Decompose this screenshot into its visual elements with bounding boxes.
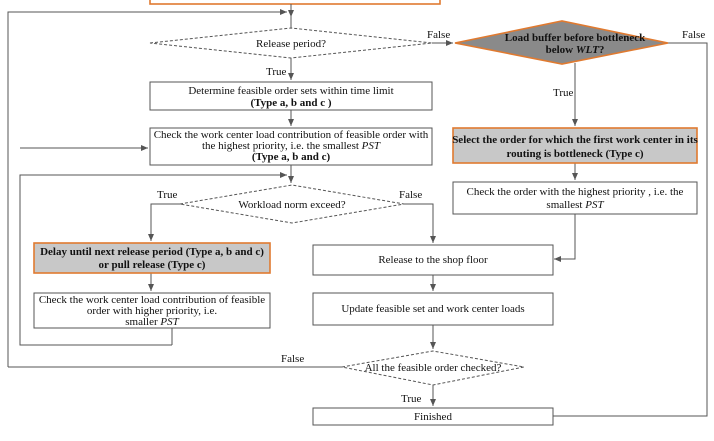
process-select-order: Select the order for which the first wor… <box>452 127 699 164</box>
label-workload-true: True <box>157 189 177 201</box>
process-delay-release: Delay until next release period (Type a,… <box>33 242 271 274</box>
select-order-line1: Select the order for which the first wor… <box>452 134 698 146</box>
check-order-line2: smallest PST <box>546 199 604 211</box>
check-higher-line3: smaller PST <box>125 316 179 328</box>
label-all-false: False <box>281 353 304 365</box>
release-shop-floor-text: Release to the shop floor <box>378 254 488 266</box>
all-checked-text: All the feasible order checked? <box>365 362 502 374</box>
finished-text: Finished <box>414 411 452 423</box>
check-higher-line3-pst: PST <box>159 316 179 328</box>
check-higher-line2: order with higher priority, i.e. <box>87 305 218 317</box>
edge-check-order-to-release <box>554 214 576 262</box>
load-buffer-line2: below WLT? <box>546 44 605 56</box>
label-all-true: True <box>401 393 421 405</box>
process-release-shop-floor: Release to the shop floor <box>312 244 554 276</box>
check-highest-line2-a: the highest priority, i.e. the smallest <box>202 140 362 152</box>
check-highest-line2-pst: PST <box>361 140 381 152</box>
check-higher-line3-a: smaller <box>125 316 160 328</box>
check-order-line2-pst: PST <box>584 199 604 211</box>
decision-workload-norm: Workload norm exceed? <box>179 184 405 224</box>
check-highest-line2: the highest priority, i.e. the smallest … <box>202 140 381 152</box>
edge-outer-loop <box>7 9 287 367</box>
check-highest-line3: (Type a, b and c) <box>252 151 331 163</box>
update-feasible-text: Update feasible set and work center load… <box>341 303 524 315</box>
label-buffer-false: False <box>682 29 705 41</box>
check-order-line2-a: smallest <box>546 199 585 211</box>
connectors <box>7 4 708 419</box>
check-highest-line1: Check the work center load contribution … <box>154 129 429 141</box>
load-buffer-line2-a: below <box>546 44 576 56</box>
select-order-line2: routing is bottleneck (Type c) <box>506 148 643 160</box>
label-workload-false: False <box>399 189 422 201</box>
top-box-cut <box>149 0 441 5</box>
process-check-higher-priority: Check the work center load contribution … <box>33 292 271 329</box>
determine-line2: (Type a, b and c ) <box>250 97 331 109</box>
load-buffer-line2-end: ? <box>599 44 605 56</box>
process-check-highest-priority: Check the work center load contribution … <box>149 127 433 166</box>
process-check-order-priority: Check the order with the highest priorit… <box>452 181 698 215</box>
decision-all-checked: All the feasible order checked? <box>341 350 525 386</box>
load-buffer-line2-wlt: WLT <box>576 44 600 56</box>
edge-workload-true <box>148 203 180 241</box>
label-buffer-true: True <box>553 87 573 99</box>
check-higher-line1: Check the work center load contribution … <box>39 294 265 306</box>
label-release-false: False <box>427 29 450 41</box>
delay-line1: Delay until next release period (Type a,… <box>40 246 264 258</box>
workload-norm-text: Workload norm exceed? <box>238 199 345 211</box>
delay-line2: or pull release (Type c) <box>99 259 206 271</box>
edge-inner-loop <box>19 172 287 346</box>
edge-labels: True False False True True False False T… <box>157 29 705 405</box>
terminal-finished: Finished <box>312 407 554 426</box>
edge-workload-false <box>404 203 436 243</box>
release-period-text: Release period? <box>256 38 326 50</box>
process-determine-feasible: Determine feasible order sets within tim… <box>149 81 433 111</box>
determine-line1: Determine feasible order sets within tim… <box>188 85 393 97</box>
load-buffer-line1: Load buffer before bottleneck <box>505 32 646 44</box>
edge-buffer-false <box>454 42 708 419</box>
check-order-line1: Check the order with the highest priorit… <box>467 186 684 198</box>
decision-release-period: Release period? <box>149 27 433 59</box>
process-update-feasible: Update feasible set and work center load… <box>312 292 554 326</box>
decision-load-buffer: Load buffer before bottleneck below WLT? <box>454 20 669 65</box>
label-release-true: True <box>266 66 286 78</box>
